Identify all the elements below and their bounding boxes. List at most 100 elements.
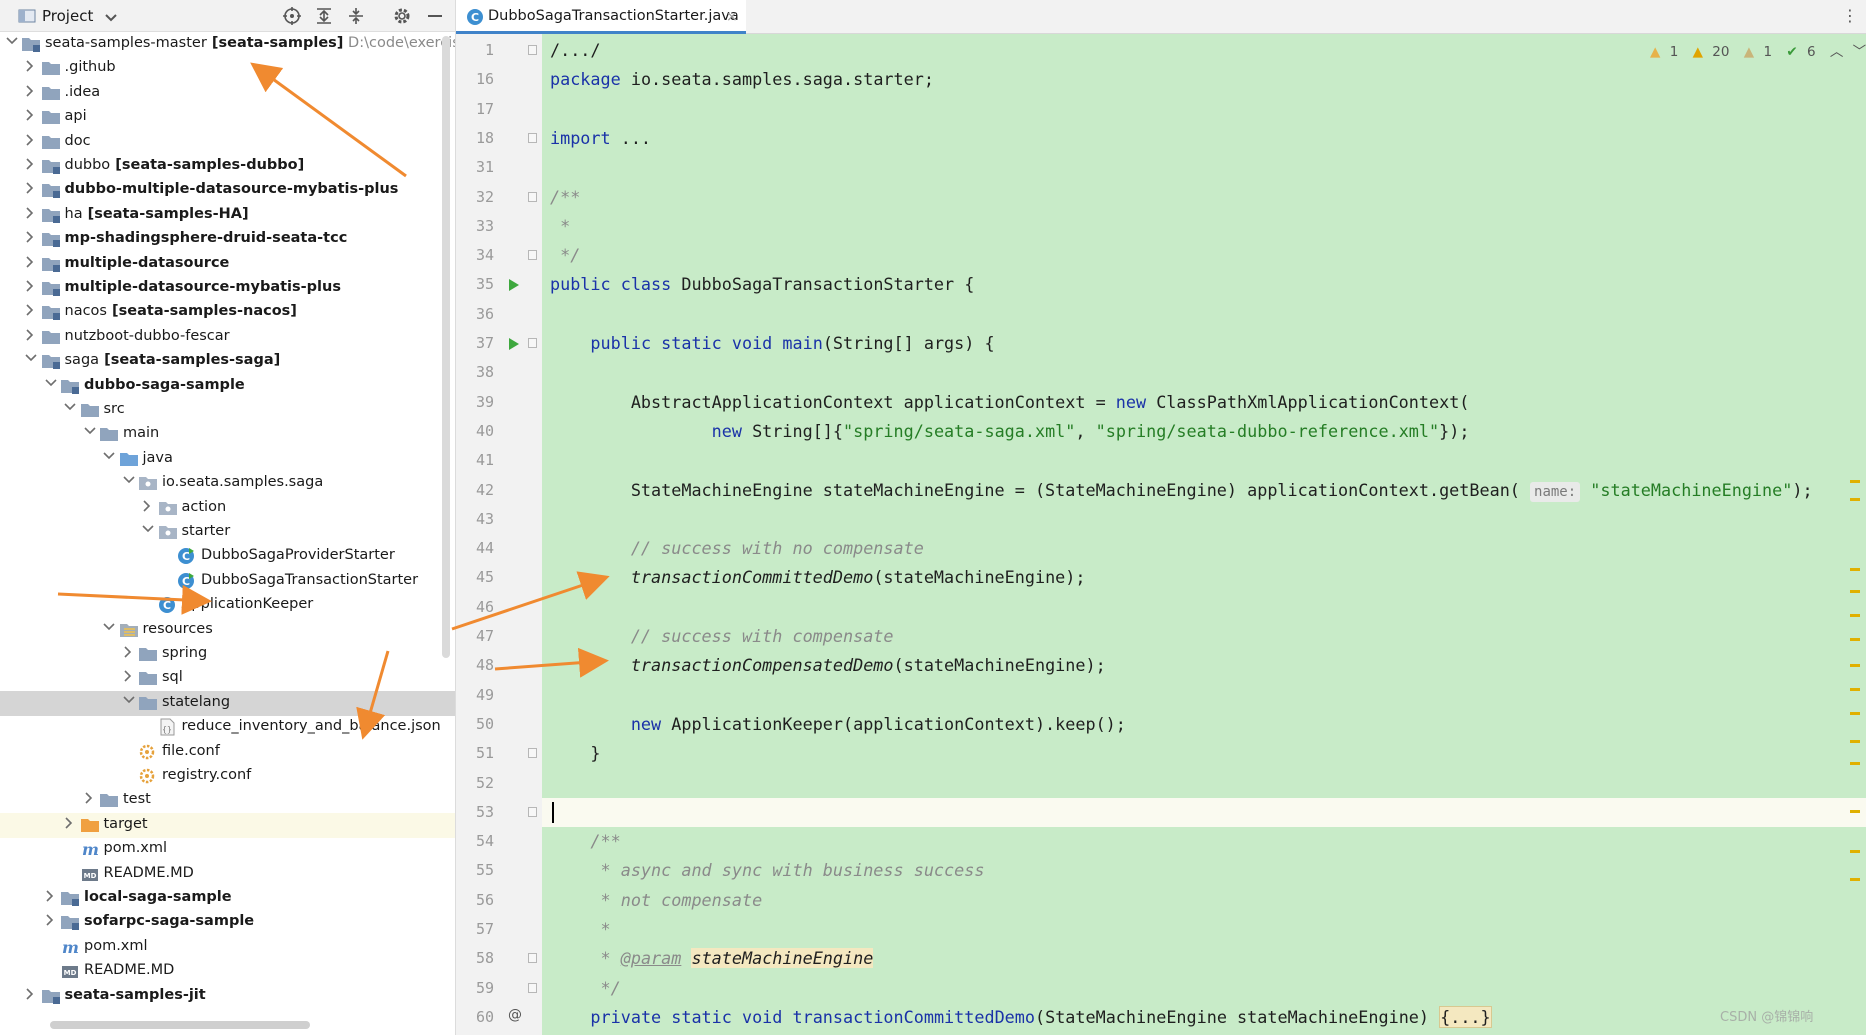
code-line[interactable]: transactionCompensatedDemo(stateMachineE… xyxy=(630,655,1106,676)
tree-node[interactable]: {}reduce_inventory_and_balance.json xyxy=(0,715,455,740)
fold-marker[interactable] xyxy=(528,982,537,993)
code-line[interactable] xyxy=(542,300,1866,329)
code-line[interactable]: * not compensate xyxy=(550,889,763,910)
tree-node[interactable]: seata-samples-master [seata-samples] D:\… xyxy=(0,32,455,57)
code-line[interactable]: */ xyxy=(550,977,621,998)
chevron-right-icon[interactable] xyxy=(24,328,38,346)
tree-node[interactable]: registry.conf xyxy=(0,764,455,789)
code-line[interactable] xyxy=(542,358,1866,387)
code-line[interactable]: new ApplicationKeeper(applicationContext… xyxy=(630,713,1126,734)
chevron-down-icon[interactable] xyxy=(5,35,19,53)
tree-node[interactable]: dubbo-saga-sample xyxy=(0,374,455,399)
minimize-icon[interactable] xyxy=(426,6,448,26)
chevron-right-icon[interactable] xyxy=(24,230,38,248)
tree-node[interactable]: saga [seata-samples-saga] xyxy=(0,349,455,374)
tree-node[interactable]: io.seata.samples.saga xyxy=(0,471,455,496)
chevron-down-icon[interactable] xyxy=(141,523,155,541)
chevron-down-icon[interactable] xyxy=(102,450,116,468)
chevron-right-icon[interactable] xyxy=(24,303,38,321)
chevron-down-icon[interactable] xyxy=(122,694,136,712)
warning-stripe-mark[interactable] xyxy=(1850,712,1860,715)
code-line[interactable]: /.../ xyxy=(550,40,601,60)
code-line[interactable] xyxy=(542,95,1866,124)
tree-node[interactable]: spring xyxy=(0,642,455,667)
chevron-right-icon[interactable] xyxy=(24,84,38,102)
tree-node[interactable]: resources xyxy=(0,618,455,643)
chevron-right-icon[interactable] xyxy=(24,279,38,297)
warning-stripe-mark[interactable] xyxy=(1850,664,1860,667)
fold-marker[interactable] xyxy=(528,250,537,261)
code-line[interactable]: StateMachineEngine stateMachineEngine = … xyxy=(550,479,1813,502)
chevron-right-icon[interactable] xyxy=(122,669,136,687)
chevron-right-icon[interactable] xyxy=(24,133,38,151)
code-line[interactable]: public class DubboSagaTransactionStarter… xyxy=(550,274,975,295)
code-line[interactable]: * @param stateMachineEngine xyxy=(550,948,874,969)
chevron-right-icon[interactable] xyxy=(24,255,38,273)
error-stripe[interactable] xyxy=(1850,66,1860,1035)
project-view-label[interactable]: Project xyxy=(42,7,94,25)
chevron-right-icon[interactable] xyxy=(122,645,136,663)
project-view-icon[interactable] xyxy=(18,8,40,28)
code-line[interactable]: import ... xyxy=(550,127,652,148)
code-line[interactable]: AbstractApplicationContext applicationCo… xyxy=(550,391,1470,412)
weak-warning-count[interactable]: ▲ 1 xyxy=(1743,44,1773,60)
tree-node[interactable]: nacos [seata-samples-nacos] xyxy=(0,300,455,325)
code-line[interactable] xyxy=(542,681,1866,710)
chevron-down-icon[interactable] xyxy=(63,401,77,419)
code-line[interactable] xyxy=(542,446,1866,475)
fold-marker[interactable] xyxy=(528,806,537,817)
warning-stripe-mark[interactable] xyxy=(1850,762,1860,765)
fold-marker[interactable] xyxy=(528,191,537,202)
chevron-right-icon[interactable] xyxy=(83,791,97,809)
fold-marker[interactable] xyxy=(528,953,537,964)
override-gutter-icon[interactable]: @ xyxy=(508,1006,522,1023)
code-line[interactable]: /** xyxy=(550,186,581,207)
run-gutter-icon[interactable] xyxy=(508,336,520,355)
fold-marker[interactable] xyxy=(528,338,537,348)
chevron-down-icon[interactable]: ﹀ xyxy=(1852,44,1866,60)
chevron-down-icon[interactable] xyxy=(44,377,58,395)
warning-stripe-mark[interactable] xyxy=(1850,638,1860,641)
warning-count[interactable]: ▲ 20 xyxy=(1692,44,1730,60)
locate-icon[interactable] xyxy=(282,6,304,26)
warning-stripe-mark[interactable] xyxy=(1850,590,1860,593)
code-line[interactable]: // success with compensate xyxy=(630,626,894,646)
tree-horizontal-scrollbar[interactable] xyxy=(50,1021,310,1029)
tree-node[interactable]: multiple-datasource xyxy=(0,252,455,277)
warning-stripe-mark[interactable] xyxy=(1850,810,1860,813)
tree-node[interactable]: sofarpc-saga-sample xyxy=(0,910,455,935)
code-line[interactable]: package io.seata.samples.saga.starter; xyxy=(550,69,934,90)
close-icon[interactable]: × xyxy=(726,9,738,25)
tree-node[interactable]: doc xyxy=(0,130,455,155)
code-line[interactable] xyxy=(542,593,1866,622)
expand-all-icon[interactable] xyxy=(314,6,336,26)
tree-node[interactable]: dubbo [seata-samples-dubbo] xyxy=(0,154,455,179)
warning-stripe-mark[interactable] xyxy=(1850,688,1860,691)
tree-vertical-scrollbar[interactable] xyxy=(442,36,450,658)
more-tabs-icon[interactable]: ⋮ xyxy=(1842,6,1858,25)
tree-node[interactable]: .idea xyxy=(0,81,455,106)
chevron-right-icon[interactable] xyxy=(24,206,38,224)
warning-stripe-mark[interactable] xyxy=(1850,568,1860,571)
chevron-right-icon[interactable] xyxy=(44,913,58,931)
code-line[interactable] xyxy=(542,769,1866,798)
chevron-right-icon[interactable] xyxy=(24,157,38,175)
code-line[interactable] xyxy=(542,505,1866,534)
chevron-right-icon[interactable] xyxy=(24,987,38,1005)
warning-stripe-mark[interactable] xyxy=(1850,850,1860,853)
typo-count[interactable]: ✔ 6 xyxy=(1786,44,1816,60)
chevron-down-icon[interactable] xyxy=(122,474,136,492)
chevron-right-icon[interactable] xyxy=(63,816,77,834)
fold-marker[interactable] xyxy=(528,132,537,143)
code-line[interactable]: * async and sync with business success xyxy=(550,860,985,881)
gear-icon[interactable] xyxy=(392,6,414,26)
tree-node[interactable]: nutzboot-dubbo-fescar xyxy=(0,325,455,350)
chevron-down-icon[interactable] xyxy=(24,352,38,370)
tree-node[interactable]: mp-shadingsphere-druid-seata-tcc xyxy=(0,227,455,252)
warning-stripe-mark[interactable] xyxy=(1850,878,1860,881)
